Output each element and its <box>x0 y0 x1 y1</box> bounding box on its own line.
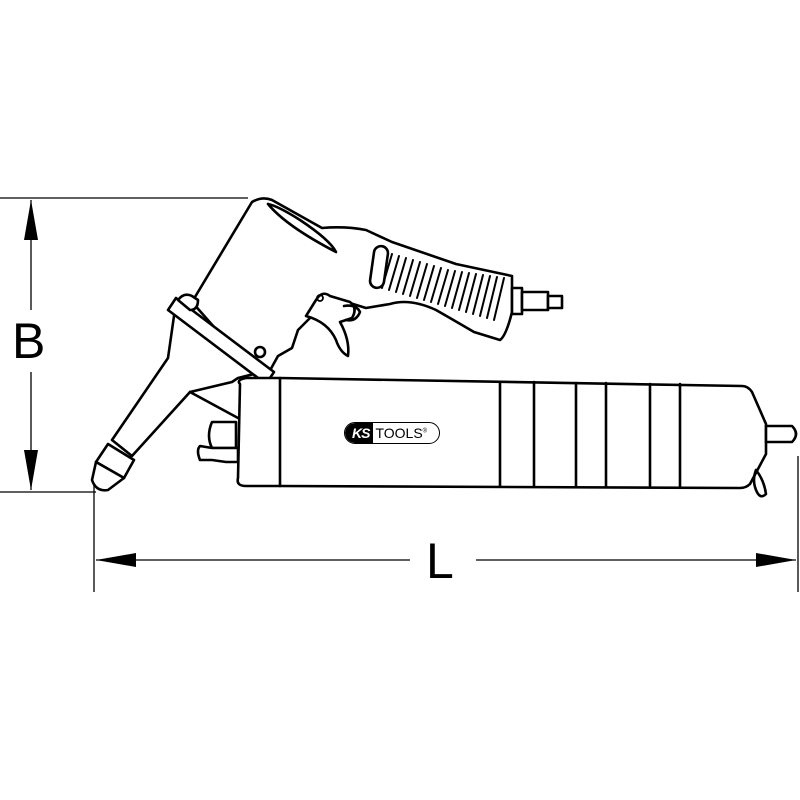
logo-tools-text: TOOLS® <box>373 425 427 441</box>
dimension-b-label: B <box>12 313 46 369</box>
trigger[interactable] <box>304 292 362 358</box>
gun-head <box>166 197 564 386</box>
clamp-bar <box>166 293 276 386</box>
grease-nipple <box>196 420 240 464</box>
arrow-left-icon <box>96 553 136 567</box>
air-inlet-coupler <box>510 286 564 316</box>
plunger-rod <box>764 424 798 444</box>
arrow-down-icon <box>24 450 38 490</box>
arrow-up-icon <box>24 200 38 240</box>
dimension-b <box>0 197 248 493</box>
ks-tools-logo: KS TOOLS® <box>344 422 440 444</box>
dimension-l-label: L <box>426 533 454 589</box>
barrel <box>196 376 798 498</box>
grip-grooves <box>381 253 505 321</box>
registered-mark: ® <box>422 428 428 435</box>
logo-ks-text: KS <box>345 423 374 443</box>
pull-handle <box>752 468 768 498</box>
arrow-right-icon <box>756 553 796 567</box>
logo-tools-word: TOOLS <box>375 425 423 441</box>
dimension-l <box>93 456 799 592</box>
